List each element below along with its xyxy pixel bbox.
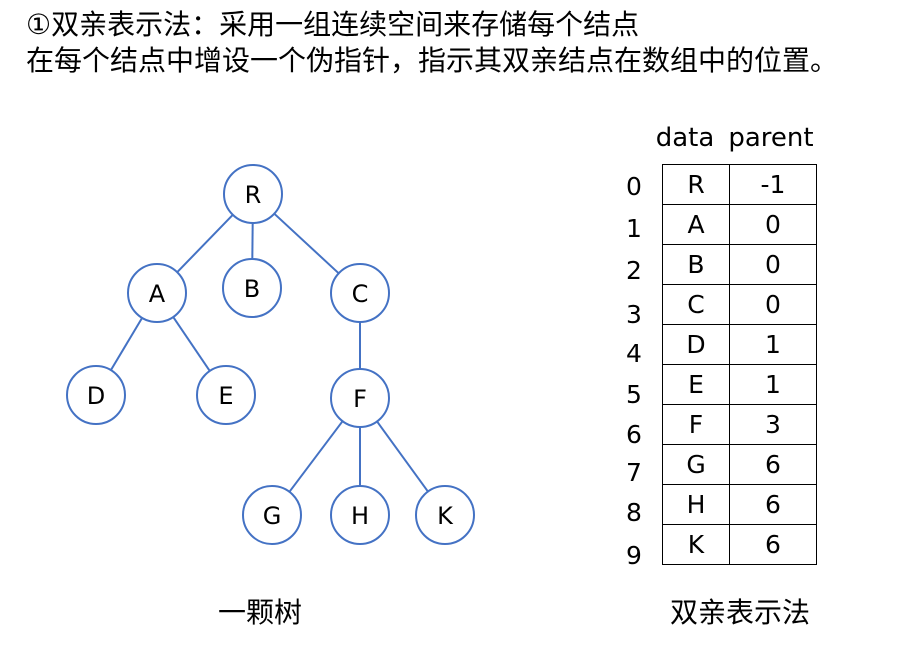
cell-parent: 0 xyxy=(729,284,817,325)
cell-parent: 1 xyxy=(729,364,817,405)
tree-edge-a-d xyxy=(110,317,143,371)
cell-data: F xyxy=(662,404,730,445)
cell-parent: 0 xyxy=(729,204,817,245)
tree-node-label: A xyxy=(149,280,166,308)
tree-node-label: E xyxy=(218,382,233,410)
tree-node-circle xyxy=(330,263,390,323)
table-row: B 0 xyxy=(662,244,817,285)
tree-node-k: K xyxy=(415,485,475,545)
tree-node-label: D xyxy=(87,382,105,410)
row-index: 9 xyxy=(626,541,642,570)
header-line-1: ①双亲表示法：采用一组连续空间来存储每个结点 xyxy=(26,8,640,41)
cell-parent: 1 xyxy=(729,324,817,365)
tree-node-e: E xyxy=(196,365,256,425)
tree-node-circle xyxy=(222,258,282,318)
parent-array-table: R -1 A 0 B 0 C 0 D 1 E 1 F 3 G 6 xyxy=(662,164,817,565)
tree-node-circle xyxy=(223,164,283,224)
cell-data: G xyxy=(662,444,730,485)
tree-node-label: C xyxy=(352,280,369,308)
cell-data: R xyxy=(662,164,730,205)
tree-node-label: F xyxy=(353,385,367,413)
tree-caption: 一颗树 xyxy=(217,596,302,629)
row-index: 2 xyxy=(626,256,642,285)
tree-edge-f-g xyxy=(288,420,344,493)
table-row: C 0 xyxy=(662,284,817,325)
tree-node-circle xyxy=(330,485,390,545)
row-index: 1 xyxy=(626,214,642,243)
tree-node-d: D xyxy=(66,365,126,425)
cell-data: C xyxy=(662,284,730,325)
tree-node-circle xyxy=(66,365,126,425)
column-header-data: data xyxy=(655,123,715,153)
tree-node-circle xyxy=(330,368,390,428)
table-row: A 0 xyxy=(662,204,817,245)
cell-data: A xyxy=(662,204,730,245)
tree-node-a: A xyxy=(127,263,187,323)
table-row: R -1 xyxy=(662,164,817,205)
table-row: G 6 xyxy=(662,444,817,485)
tree-node-circle xyxy=(242,485,302,545)
tree-edge-a-e xyxy=(172,316,211,372)
table-row: E 1 xyxy=(662,364,817,405)
cell-parent: -1 xyxy=(729,164,817,205)
cell-data: E xyxy=(662,364,730,405)
row-index: 5 xyxy=(626,380,642,409)
tree-node-b: B xyxy=(222,258,282,318)
column-header-parent: parent xyxy=(728,123,814,153)
tree-node-label: H xyxy=(351,502,369,530)
tree-edges xyxy=(110,212,429,493)
cell-parent: 3 xyxy=(729,404,817,445)
table-row: D 1 xyxy=(662,324,817,365)
row-index: 6 xyxy=(626,420,642,449)
cell-parent: 6 xyxy=(729,444,817,485)
cell-data: H xyxy=(662,484,730,525)
row-index: 0 xyxy=(626,172,642,201)
table-row: F 3 xyxy=(662,404,817,445)
tree-node-label: R xyxy=(245,181,262,209)
tree-edge-f-k xyxy=(376,420,429,493)
cell-parent: 6 xyxy=(729,484,817,525)
row-index: 8 xyxy=(626,498,642,527)
cell-parent: 6 xyxy=(729,524,817,565)
tree-edge-r-c xyxy=(273,212,340,275)
tree-edge-r-a xyxy=(176,214,234,273)
cell-data: B xyxy=(662,244,730,285)
tree-node-label: K xyxy=(437,502,454,530)
tree-node-c: C xyxy=(330,263,390,323)
table-caption: 双亲表示法 xyxy=(669,596,810,629)
cell-data: K xyxy=(662,524,730,565)
tree-node-circle xyxy=(196,365,256,425)
tree-node-g: G xyxy=(242,485,302,545)
row-index: 4 xyxy=(626,339,642,368)
tree-node-circle xyxy=(127,263,187,323)
tree-node-circle xyxy=(415,485,475,545)
cell-data: D xyxy=(662,324,730,365)
row-index: 7 xyxy=(626,458,642,487)
header-line-2: 在每个结点中增设一个伪指针，指示其双亲结点在数组中的位置。 xyxy=(26,44,839,77)
tree-node-r: R xyxy=(223,164,283,224)
tree-node-f: F xyxy=(330,368,390,428)
table-row: H 6 xyxy=(662,484,817,525)
table-row: K 6 xyxy=(662,524,817,565)
cell-parent: 0 xyxy=(729,244,817,285)
tree-nodes: R A B C D E F G H K xyxy=(66,164,475,545)
tree-node-label: B xyxy=(244,275,260,303)
tree-node-h: H xyxy=(330,485,390,545)
tree-node-label: G xyxy=(263,502,282,530)
row-index: 3 xyxy=(626,300,642,329)
